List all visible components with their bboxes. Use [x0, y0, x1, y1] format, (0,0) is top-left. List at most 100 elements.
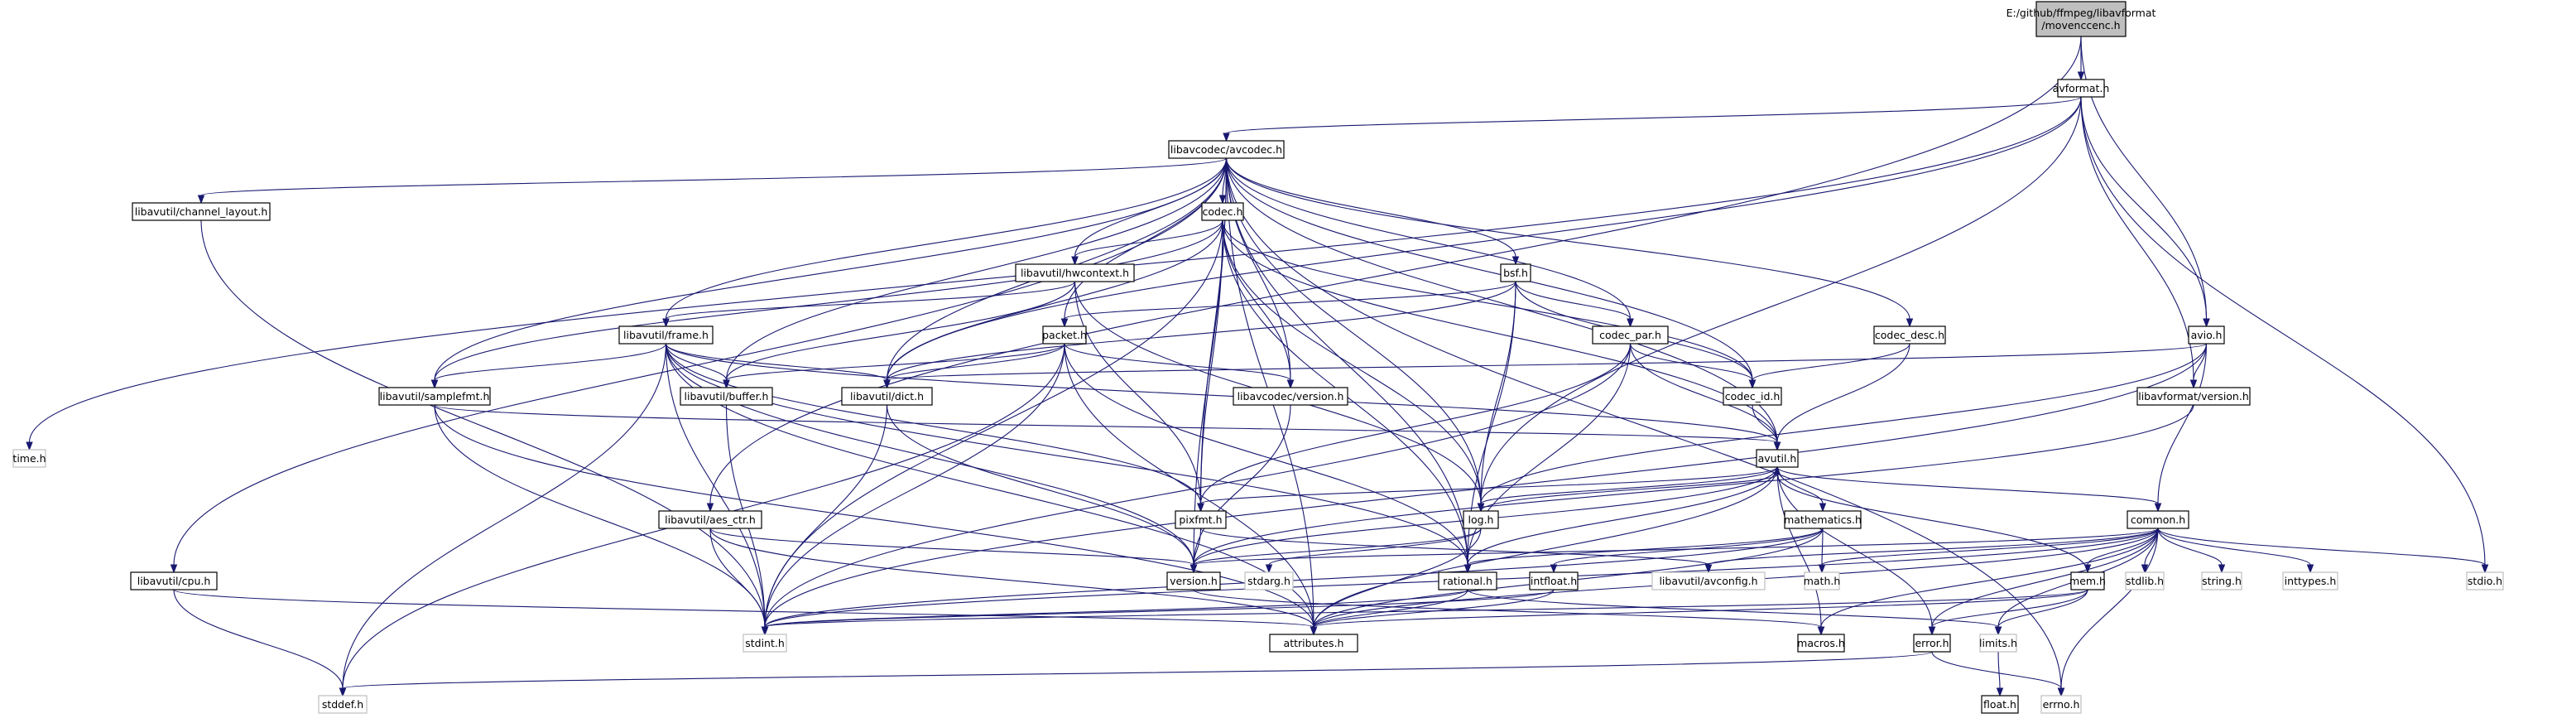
edge-codec_par-to-codec_id: [1629, 343, 1757, 389]
node-dict[interactable]: libavutil/dict.h: [841, 387, 933, 406]
edge-mem-to-limits: [1994, 589, 2088, 636]
edge-avcodec-to-channel_layout: [197, 157, 1228, 205]
node-codec[interactable]: codec.h: [1201, 202, 1244, 221]
node-attributes[interactable]: attributes.h: [1269, 634, 1358, 653]
node-channel-layout[interactable]: libavutil/channel_layout.h: [132, 202, 271, 221]
edge-hwcontext-to-buffer: [723, 281, 1076, 389]
node-codec-par[interactable]: codec_par.h: [1592, 325, 1669, 345]
edge-mem-to-attributes: [1310, 589, 2088, 636]
edge-packet-to-lavc_version: [1064, 343, 1295, 389]
node-box: [743, 634, 787, 653]
edge-avcodec-to-errno: [1225, 157, 2065, 697]
node-label: intfloat.h: [1531, 575, 1577, 587]
edge-packet-to-dict: [883, 343, 1065, 389]
node-label: libavutil/avconfig.h: [1659, 575, 1757, 587]
node-label: errno.h: [2043, 698, 2080, 711]
node-samplefmt[interactable]: libavutil/samplefmt.h: [378, 387, 491, 406]
node-box: [1979, 634, 2017, 653]
edge-log-to-stdarg: [1265, 528, 1482, 574]
edge-avutil-to-pixfmt: [1197, 466, 1778, 513]
node-buffer[interactable]: libavutil/buffer.h: [680, 387, 773, 406]
node-root[interactable]: E:/github/ffmpeg/libavformat/movenccenc.…: [2006, 1, 2156, 37]
node-macros[interactable]: macros.h: [1797, 634, 1845, 653]
edge-avformat-to-stdio: [2080, 96, 2489, 574]
node-hwcontext[interactable]: libavutil/hwcontext.h: [1015, 263, 1135, 282]
node-box: [2040, 695, 2082, 714]
node-box: [1233, 387, 1348, 406]
node-box: [680, 387, 773, 406]
node-label: libavcodec/version.h: [1238, 390, 1344, 402]
edge-frame-to-pixfmt: [665, 343, 1204, 513]
node-avutil[interactable]: avutil.h: [1756, 449, 1799, 468]
node-common[interactable]: common.h: [2127, 510, 2189, 529]
node-codec-desc[interactable]: codec_desc.h: [1873, 325, 1946, 345]
node-stdint: stdint.h: [743, 634, 787, 653]
edge-aes_ctr-to-version: [709, 528, 1198, 574]
node-box: [841, 387, 933, 406]
node-box: [130, 571, 218, 590]
node-intfloat[interactable]: intfloat.h: [1529, 571, 1579, 590]
node-label: stdarg.h: [1247, 575, 1290, 587]
node-box: [2057, 79, 2105, 98]
node-box: [318, 695, 368, 714]
node-error[interactable]: error.h: [1913, 634, 1951, 653]
node-bsf[interactable]: bsf.h: [1500, 263, 1531, 282]
node-time: time.h: [12, 449, 46, 468]
node-label: libavutil/samplefmt.h: [380, 390, 490, 402]
node-box: [2282, 571, 2338, 590]
node-packet[interactable]: packet.h: [1042, 325, 1087, 345]
node-label: pixfmt.h: [1179, 513, 1222, 526]
node-codec-id[interactable]: codec_id.h: [1723, 387, 1782, 406]
node-log[interactable]: log.h: [1463, 510, 1499, 529]
node-box: [1201, 202, 1244, 221]
node-version[interactable]: version.h: [1166, 571, 1221, 590]
edge-avformat-to-log: [1477, 96, 2082, 513]
node-label: limits.h: [1979, 637, 2017, 649]
node-avcodec[interactable]: libavcodec/avcodec.h: [1168, 140, 1285, 159]
node-float[interactable]: float.h: [1981, 695, 2019, 714]
node-label: libavcodec/avcodec.h: [1170, 143, 1282, 156]
node-label: rational.h: [1443, 575, 1492, 587]
node-cpu[interactable]: libavutil/cpu.h: [130, 571, 218, 590]
edge-avutil-to-common: [1776, 466, 2162, 513]
node-mathematics[interactable]: mathematics.h: [1784, 510, 1862, 529]
node-box: [1175, 510, 1227, 529]
node-label: common.h: [2131, 513, 2185, 526]
node-box: [132, 202, 271, 221]
edge-limits-to-float: [1996, 651, 2004, 697]
node-box: [618, 325, 714, 345]
edge-mathematics-to-rational: [1463, 528, 1824, 574]
edge-common-to-macros: [1817, 528, 2159, 636]
node-lavf-version[interactable]: libavformat/version.h: [2136, 387, 2251, 406]
node-box: [1981, 695, 2019, 714]
node-avio[interactable]: avio.h: [2188, 325, 2225, 345]
node-box: [1166, 571, 1221, 590]
node-rational[interactable]: rational.h: [1438, 571, 1497, 590]
node-label: codec_par.h: [1599, 329, 1661, 341]
node-label: log.h: [1468, 513, 1494, 526]
node-avformat[interactable]: avformat.h: [2053, 79, 2110, 98]
node-box: [2466, 571, 2504, 590]
edge-bsf-to-dict: [883, 281, 1516, 389]
edge-bsf-to-log: [1477, 281, 1516, 513]
node-box: [12, 449, 46, 468]
edge-codec-to-samplefmt: [430, 219, 1223, 389]
node-box: [1269, 634, 1358, 653]
node-label: libavutil/aes_ctr.h: [665, 513, 756, 526]
node-frame[interactable]: libavutil/frame.h: [618, 325, 714, 345]
edge-avformat-to-lavf_version: [2080, 96, 2198, 389]
node-label: libavutil/cpu.h: [137, 575, 211, 587]
edge-common-to-version: [1189, 528, 2159, 574]
node-stdio: stdio.h: [2466, 571, 2504, 590]
node-pixfmt[interactable]: pixfmt.h: [1175, 510, 1227, 529]
edge-lavc_version-to-version: [1189, 404, 1291, 574]
node-lavc-version[interactable]: libavcodec/version.h: [1233, 387, 1348, 406]
node-label: libavutil/dict.h: [850, 390, 924, 402]
node-aes-ctr[interactable]: libavutil/aes_ctr.h: [658, 510, 762, 529]
node-label: mathematics.h: [1784, 513, 1862, 526]
node-mem[interactable]: mem.h: [2069, 571, 2106, 590]
node-box: [1804, 571, 1840, 590]
edge-avcodec-to-buffer: [723, 157, 1228, 389]
node-label: macros.h: [1797, 637, 1845, 649]
